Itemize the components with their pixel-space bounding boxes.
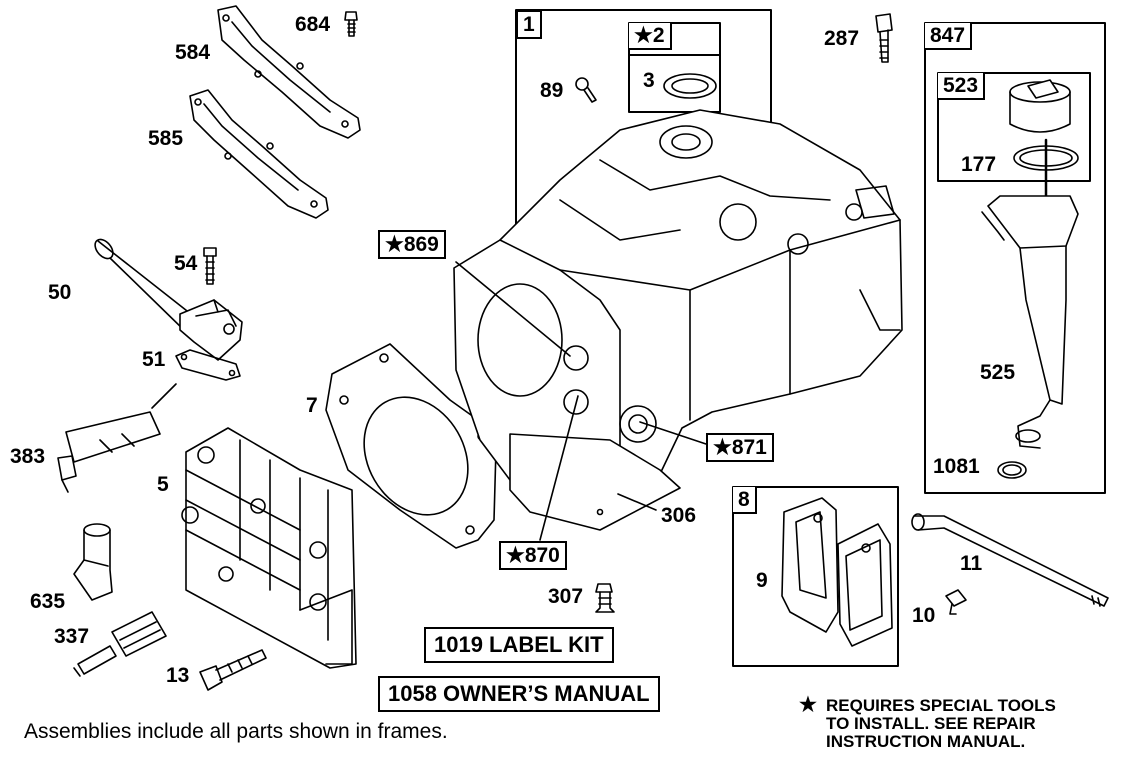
frame-label-523: 523 — [938, 73, 986, 100]
callout-7: 7 — [306, 394, 318, 417]
bolt-684 — [344, 11, 358, 37]
screw-89 — [575, 77, 597, 103]
bolt-13 — [199, 649, 267, 691]
callout-54: 54 — [174, 252, 198, 275]
spark-plug-boot-635 — [73, 523, 113, 601]
frame-2-seal — [628, 22, 721, 113]
callout-525: 525 — [980, 361, 1016, 384]
screw-10 — [945, 589, 967, 615]
frame-label-2: ★2 — [629, 23, 672, 50]
callout-635: 635 — [30, 590, 66, 613]
note-line-2: TO INSTALL. SEE REPAIR — [826, 713, 1036, 733]
callout-584: 584 — [175, 41, 211, 64]
callout-5: 5 — [157, 473, 169, 496]
leader-lines — [455, 261, 707, 541]
seal-3 — [663, 73, 717, 99]
governor-link-383 — [57, 383, 177, 493]
frame-label-1: 1 — [516, 10, 542, 39]
callout-870: ★870 — [499, 541, 567, 570]
callout-383: 383 — [10, 445, 46, 468]
special-tools-note: ★ REQUIRES SPECIAL TOOLS TO INSTALL. SEE… — [799, 694, 1056, 751]
frames-footnote: Assemblies include all parts shown in fr… — [24, 720, 448, 743]
callout-51: 51 — [142, 348, 166, 371]
frame-label-847: 847 — [925, 23, 973, 50]
frame-1-cylinder-assembly — [515, 9, 772, 241]
callout-337: 337 — [54, 625, 90, 648]
o-ring-1081 — [997, 461, 1027, 479]
label-kit-box: 1019 LABEL KIT — [424, 627, 614, 663]
screw-54 — [203, 247, 217, 285]
callout-11: 11 — [960, 552, 983, 575]
callout-871: ★871 — [706, 433, 774, 462]
callout-287: 287 — [824, 27, 860, 50]
owners-manual-box: 1058 OWNER’S MANUAL — [378, 676, 660, 712]
callout-307: 307 — [548, 585, 584, 608]
head-gasket-7 — [325, 343, 497, 549]
callout-3: 3 — [643, 69, 655, 92]
star-icon: ★ — [799, 694, 817, 716]
frame-8-breather — [732, 486, 899, 667]
callout-1081: 1081 — [933, 455, 980, 478]
breather-cover — [837, 523, 893, 647]
frame-847-dipstick-assembly — [924, 22, 1106, 494]
callout-869: ★869 — [378, 230, 446, 259]
bolt-287 — [875, 13, 893, 63]
callout-585: 585 — [148, 127, 184, 150]
spark-plug-337 — [73, 611, 167, 677]
callout-684: 684 — [295, 13, 331, 36]
bolt-307 — [595, 583, 615, 613]
callout-10: 10 — [912, 604, 936, 627]
note-line-1: REQUIRES SPECIAL TOOLS — [826, 696, 1056, 715]
dipstick-cap-523 — [1009, 79, 1071, 133]
callout-9: 9 — [756, 569, 768, 592]
note-line-3: INSTRUCTION MANUAL. — [826, 731, 1026, 751]
breather-gasket-9 — [781, 497, 839, 633]
frame-523-dipstick-cap — [937, 72, 1091, 182]
breather-tube-11 — [911, 513, 1109, 607]
plate-306 — [509, 433, 681, 531]
dipstick-tube-525 — [981, 138, 1079, 449]
callout-50: 50 — [48, 281, 72, 304]
breather-tube-50 — [94, 238, 243, 361]
callout-89: 89 — [540, 79, 564, 102]
callout-306: 306 — [661, 504, 697, 527]
callout-177: 177 — [961, 153, 997, 176]
gasket-51 — [175, 349, 241, 381]
cylinder-head-5 — [181, 427, 357, 669]
gasket-585 — [189, 89, 329, 219]
frame-label-8: 8 — [733, 487, 757, 514]
callout-13: 13 — [166, 664, 190, 687]
gasket-584 — [217, 5, 361, 139]
